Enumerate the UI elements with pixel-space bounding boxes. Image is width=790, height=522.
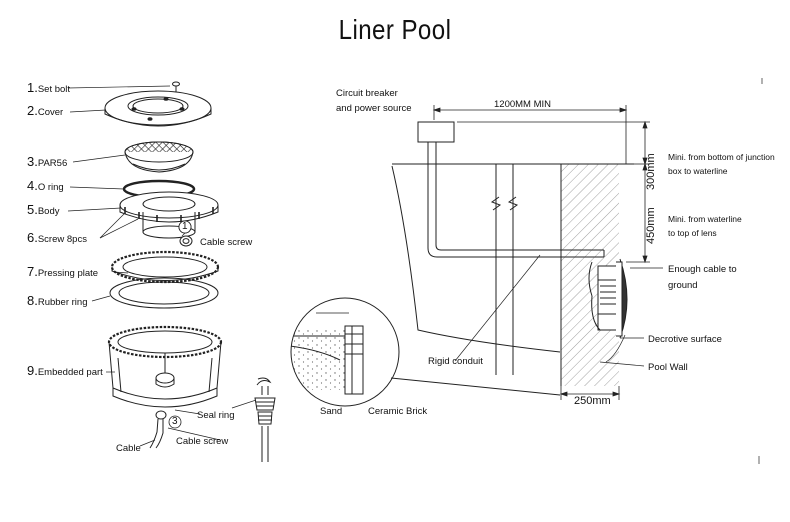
dimension-450-label: 450mm <box>645 207 657 244</box>
dimension-vertical <box>457 120 650 264</box>
note-450-line2: to top of lens <box>668 228 717 238</box>
callout-number-3: 3 <box>172 416 178 427</box>
dimension-250-label: 250mm <box>574 395 611 407</box>
circuit-breaker-label-1: Circuit breaker <box>336 88 398 99</box>
decorative-surface-label: Decrotive surface <box>648 334 722 345</box>
part-label-2: 2.Cover <box>27 103 64 118</box>
rigid-conduit-label: Rigid conduit <box>428 356 483 367</box>
junction-box <box>417 121 455 143</box>
circuit-breaker-label-2: and power source <box>336 103 412 114</box>
rigid-conduit-pipe <box>427 142 605 375</box>
part-label-8: 8.Rubber ring <box>27 293 88 308</box>
part-label-9: 9.Embedded part <box>27 363 103 378</box>
note-300-line2: box to waterline <box>668 166 728 176</box>
cable-screw-3 <box>149 410 167 449</box>
pool-wall-label: Pool Wall <box>648 362 688 373</box>
callout-circle-3 <box>168 415 182 429</box>
part-label-1: 1.Set bolt <box>27 80 71 95</box>
cable-label: Cable <box>116 443 141 454</box>
diagram-title: Liner Pool <box>338 14 452 45</box>
dimension-1200-label: 1200MM MIN <box>494 99 552 110</box>
detail-circle <box>290 297 561 407</box>
pool-liner-curve <box>391 165 561 353</box>
install-leaders <box>316 254 663 367</box>
part-label-4: 4.O ring <box>27 178 64 193</box>
part-label-7: 7.Pressing plate <box>27 264 99 279</box>
cover <box>104 90 212 127</box>
part-label-6: 6.Screw 8pcs <box>27 230 87 245</box>
seal-ring-label: Seal ring <box>197 410 235 421</box>
body <box>119 191 219 239</box>
sand-label: Sand <box>320 406 343 417</box>
installation-section <box>290 78 763 464</box>
dimension-250 <box>559 386 621 400</box>
part-label-5: 5.Body <box>27 202 60 217</box>
callout-number-1: 1 <box>182 221 188 232</box>
callout-circle-1 <box>178 220 192 234</box>
seal-ring-detail <box>254 377 276 462</box>
cable-note-line1: Enough cable to <box>668 264 737 275</box>
exploded-view <box>67 81 276 462</box>
ceramic-brick-label: Ceramic Brick <box>368 406 428 417</box>
pressing-plate <box>110 250 220 284</box>
note-300-line1: Mini. from bottom of junction <box>668 152 775 162</box>
cable-screw-label-1: Cable screw <box>200 237 253 248</box>
leader-lines <box>67 85 257 447</box>
cable-screw-label-3: Cable screw <box>176 436 229 447</box>
wall-light-fixture <box>588 258 628 339</box>
note-450-line1: Mini. from waterline <box>668 214 742 224</box>
embedded-part <box>107 325 223 408</box>
rubber-ring <box>109 277 219 309</box>
par56-lamp <box>124 141 194 173</box>
dimension-300-label: 300mm <box>645 153 657 190</box>
cable-note-line2: ground <box>668 280 698 291</box>
dimension-1200 <box>432 105 628 164</box>
part-label-3: 3.PAR56 <box>27 154 68 169</box>
